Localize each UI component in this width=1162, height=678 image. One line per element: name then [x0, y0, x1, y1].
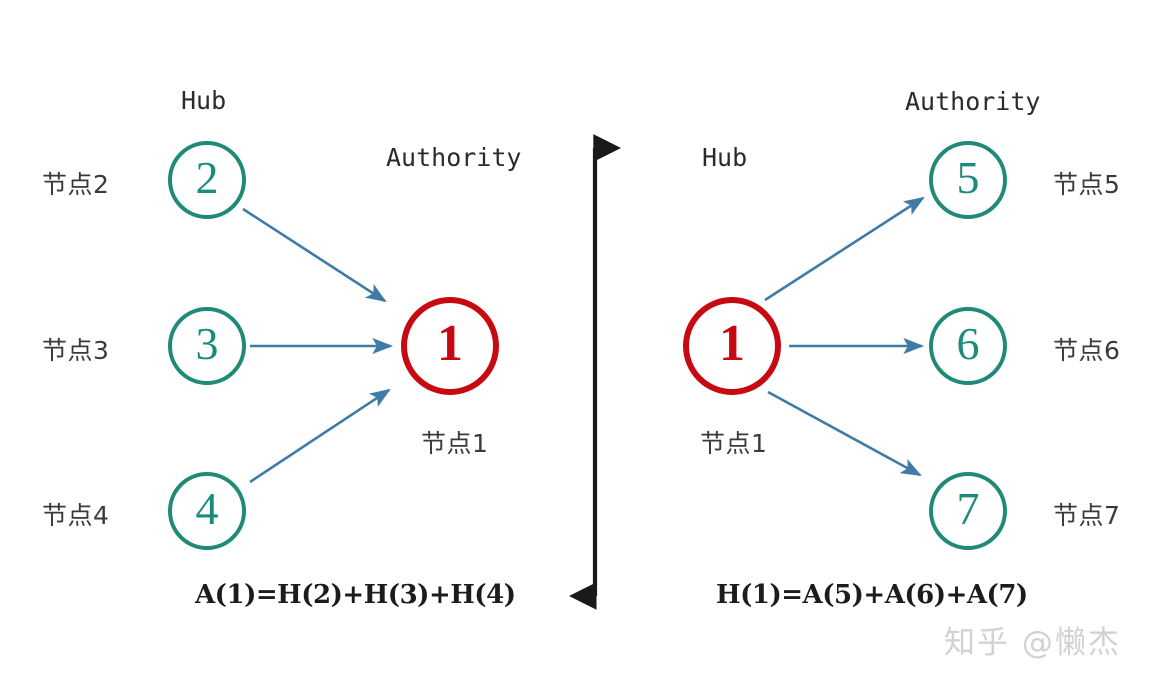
right-center-node-1-label: 节点1 [700, 429, 768, 458]
right-center-node-1-number: 1 [719, 315, 745, 372]
node-4[interactable]: 4 [168, 472, 246, 550]
node-3-label: 节点3 [42, 336, 110, 365]
left-center-node-1[interactable]: 1 [401, 297, 499, 395]
right-formula: H(1)=A(5)+A(6)+A(7) [716, 580, 1028, 610]
left-hub-heading: Hub [181, 86, 227, 115]
node-4-number: 4 [195, 483, 219, 534]
right-authority-heading: Authority [905, 87, 1041, 116]
node-5-label: 节点5 [1053, 170, 1121, 199]
node-6-label: 节点6 [1053, 336, 1121, 365]
node-7-label: 节点7 [1053, 501, 1121, 530]
node-4-label: 节点4 [42, 501, 110, 530]
left-formula: A(1)=H(2)+H(3)+H(4) [195, 580, 516, 610]
node-6[interactable]: 6 [929, 307, 1007, 385]
left-center-node-1-label: 节点1 [421, 429, 489, 458]
edge-2-to-1 [242, 207, 387, 303]
node-6-number: 6 [956, 318, 980, 369]
node-3[interactable]: 3 [168, 307, 246, 385]
node-5[interactable]: 5 [929, 141, 1007, 219]
node-2[interactable]: 2 [168, 141, 246, 219]
node-2-number: 2 [195, 152, 219, 203]
node-7-number: 7 [956, 483, 980, 534]
right-hub-heading: Hub [702, 143, 748, 172]
left-center-node-1-number: 1 [437, 315, 463, 372]
edge-4-to-1 [249, 388, 391, 484]
edge-1-to-5 [764, 196, 925, 302]
node-5-number: 5 [956, 152, 980, 203]
right-center-node-1[interactable]: 1 [683, 297, 781, 395]
node-2-label: 节点2 [42, 170, 110, 199]
left-authority-heading: Authority [386, 143, 522, 172]
node-7[interactable]: 7 [929, 472, 1007, 550]
node-3-number: 3 [195, 318, 219, 369]
edge-1-to-7 [767, 390, 922, 477]
watermark: 知乎 @懒杰 [944, 625, 1121, 661]
